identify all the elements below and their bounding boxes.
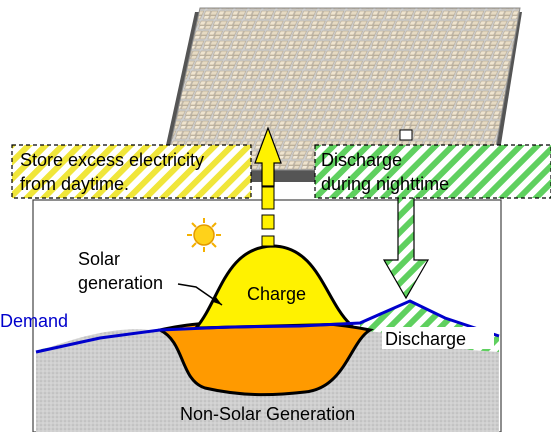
non-solar-label: Non-Solar Generation [180,404,355,424]
discharge-banner-line-1: Discharge [321,150,402,170]
demand-label: Demand [0,311,68,331]
down-arrow [382,129,430,300]
up-arrow [254,126,282,247]
discharge-banner-line-2: during nighttime [321,174,449,194]
discharge-banner: Discharge during nighttime [314,144,551,199]
charge-label: Charge [247,284,306,304]
solar-pointer-head [213,297,222,305]
solar-label-line-1: Solar [78,249,120,269]
solar-label-line-2: generation [78,273,163,293]
discharge-label: Discharge [385,329,466,349]
battery-city-block [158,7,522,182]
sun-icon [187,218,221,252]
solar-pointer [177,283,223,306]
store-banner-line-1: Store excess electricity [20,150,204,170]
discharge-label-bg [382,327,494,349]
store-banner: Store excess electricity from daytime. [11,144,252,199]
store-banner-line-2: from daytime. [20,174,129,194]
demand-line [35,299,500,354]
